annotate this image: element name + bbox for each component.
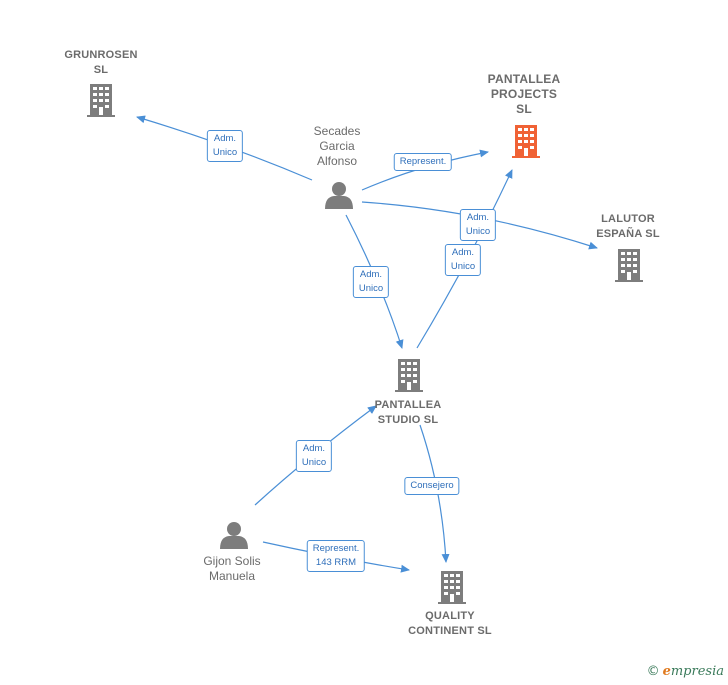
node-label-grunrosen: GRUNROSEN SL xyxy=(64,49,138,76)
building-icon xyxy=(512,125,540,158)
node-label-pantallea-studio: PANTALLEA STUDIO SL xyxy=(374,399,442,426)
node-label-gijon: Gijon Solis Manuela xyxy=(203,554,261,583)
brand-name: mpresia xyxy=(670,664,724,679)
edge-label-studio-projects: Adm. Unico xyxy=(444,244,482,276)
person-icon xyxy=(220,522,248,549)
person-icon xyxy=(325,182,353,209)
building-icon xyxy=(615,249,643,282)
building-icon xyxy=(395,359,423,392)
edge-label-gijon-studio: Adm. Unico xyxy=(295,440,333,472)
edge-label-secades-studio: Adm. Unico xyxy=(352,266,390,298)
edge-label-secades-grunrosen: Adm. Unico xyxy=(206,130,244,162)
edge-label-gijon-quality: Represent. 143 RRM xyxy=(306,540,366,572)
node-label-secades: Secades Garcia Alfonso xyxy=(313,124,361,168)
brand-logo: ©empresia xyxy=(647,664,724,679)
node-label-quality: QUALITY CONTINENT SL xyxy=(408,610,492,637)
node-label-pantallea-projects: PANTALLEA PROJECTS SL xyxy=(487,72,561,116)
building-icon xyxy=(438,571,466,604)
edge-label-studio-quality: Consejero xyxy=(404,477,460,495)
building-icon xyxy=(87,84,115,117)
copyright-symbol: © xyxy=(646,664,660,679)
brand-initial: e xyxy=(662,664,671,679)
edge-label-secades-lalutor: Adm. Unico xyxy=(459,209,497,241)
edge-label-secades-projects: Represent. xyxy=(393,153,453,171)
node-label-lalutor: LALUTOR ESPAÑA SL xyxy=(596,213,660,240)
